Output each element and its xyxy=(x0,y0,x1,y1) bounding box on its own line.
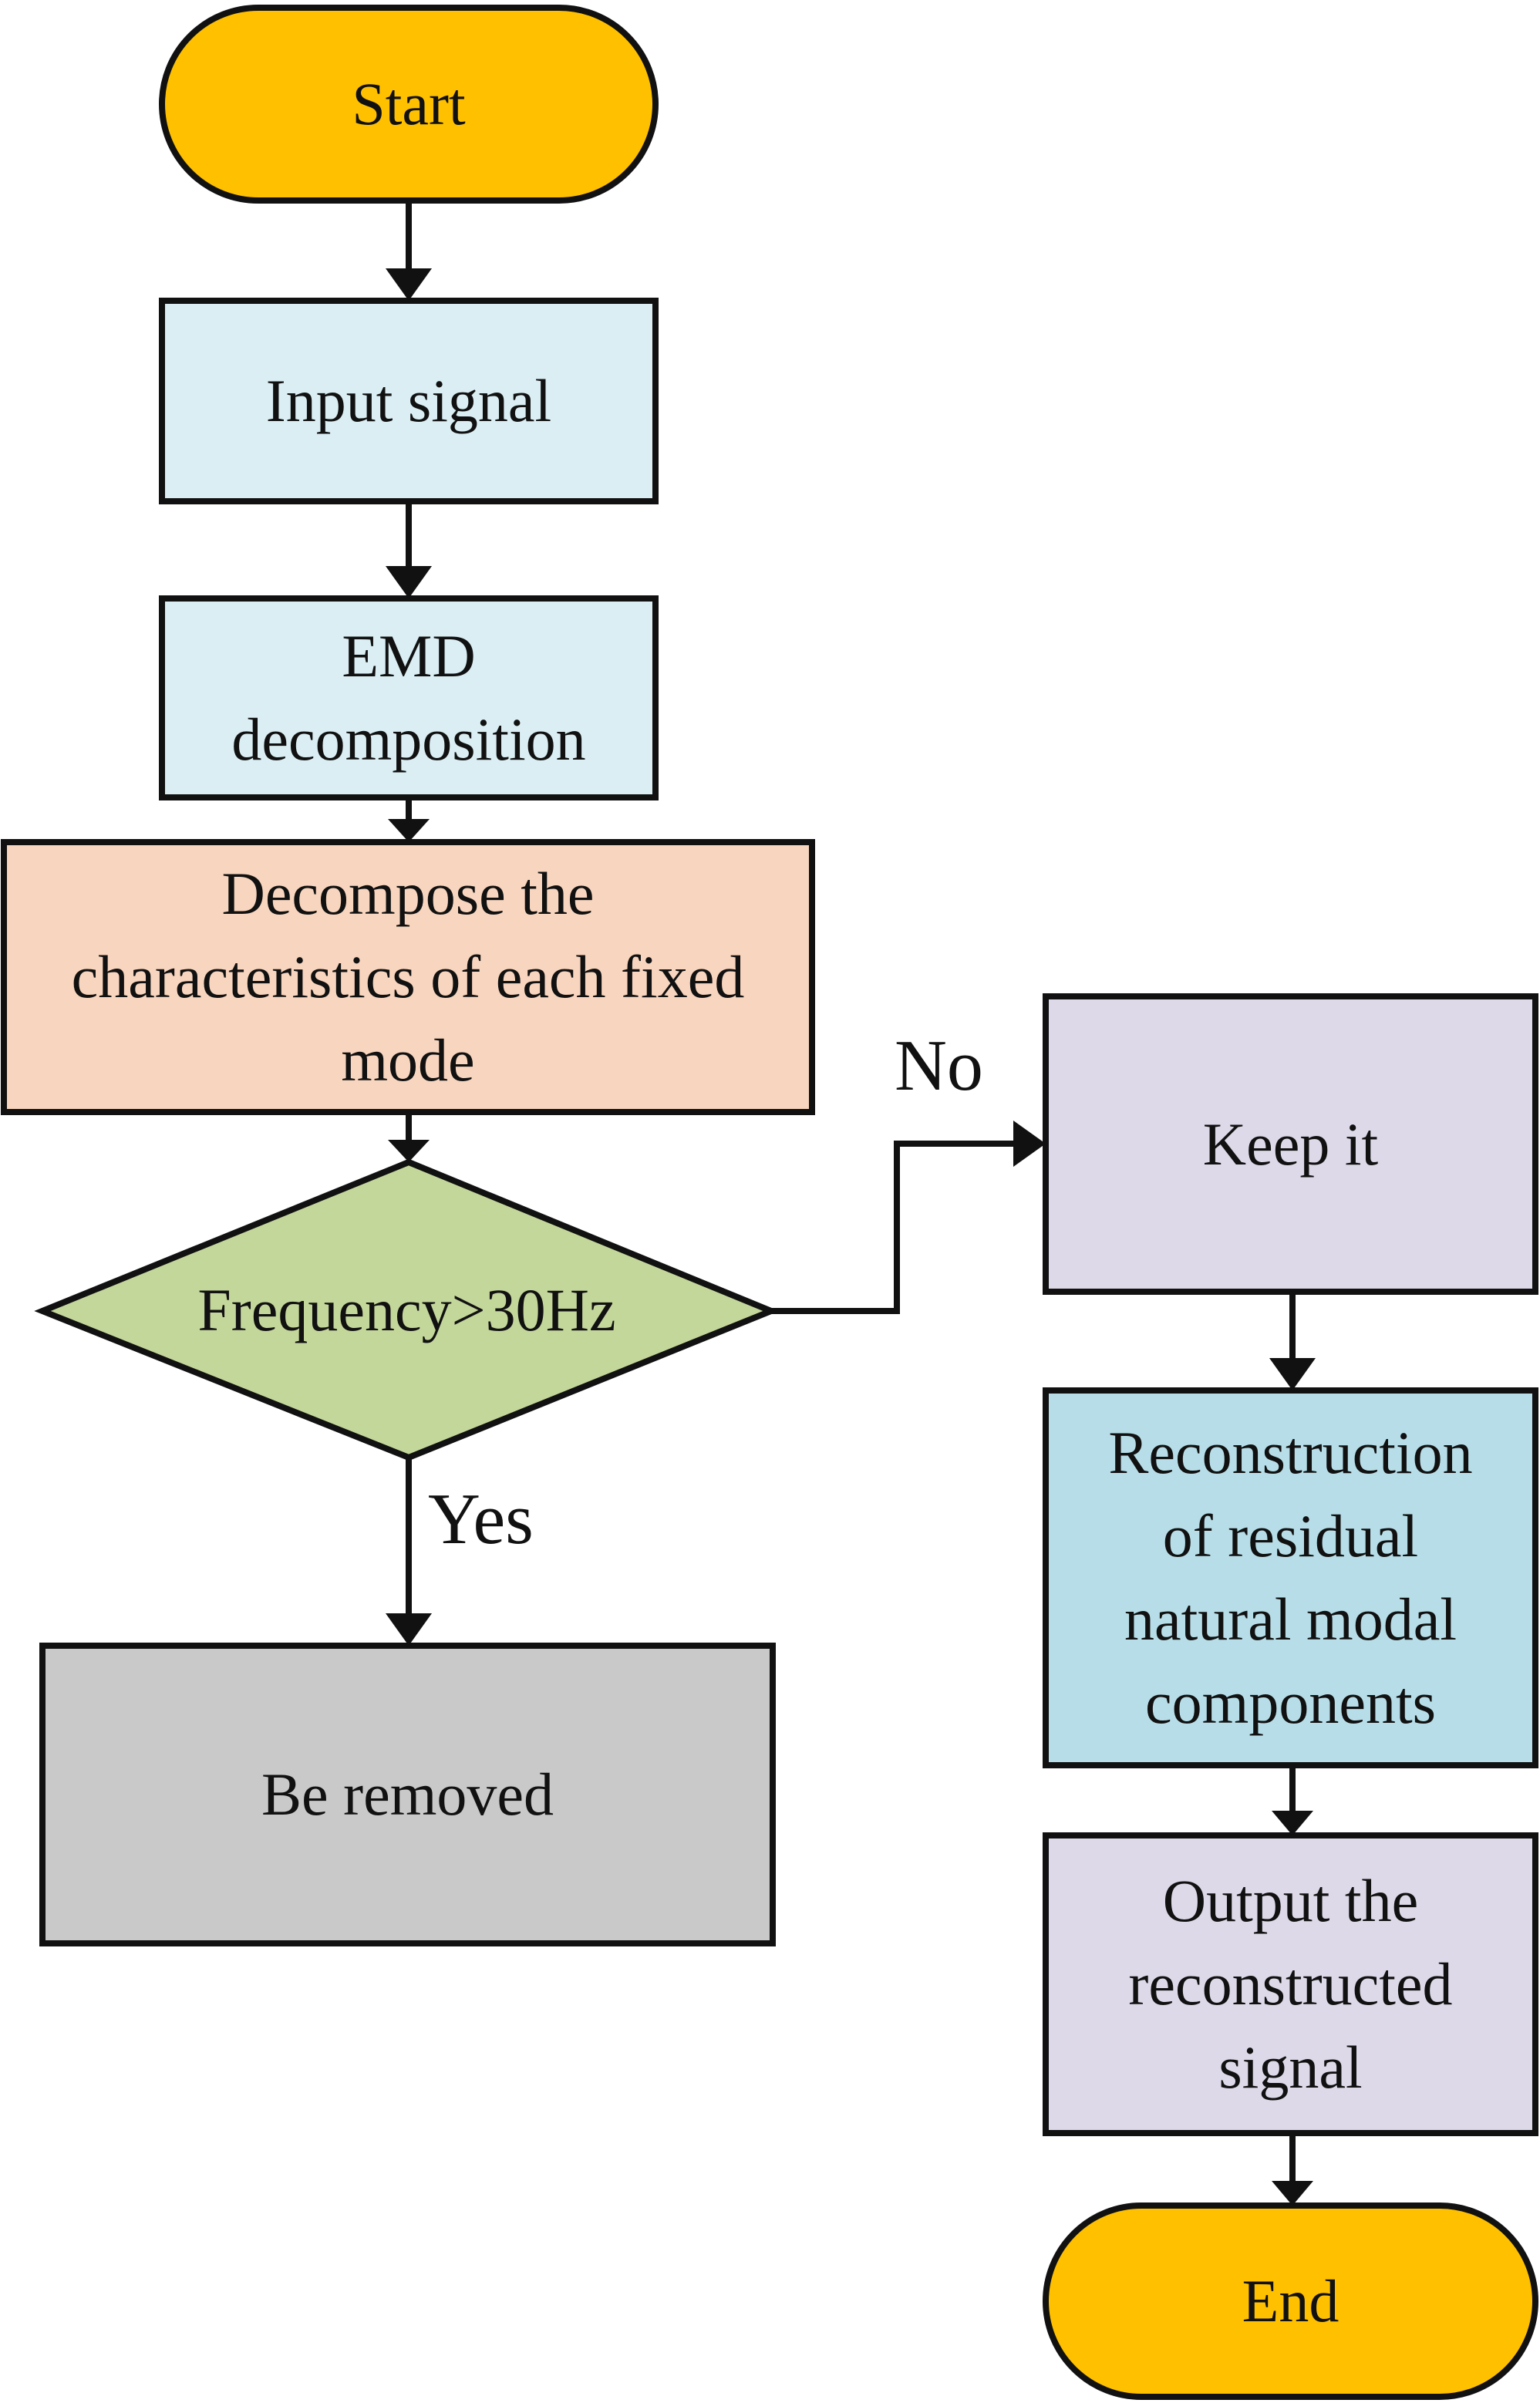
reconstruction-box-shape xyxy=(1043,1387,1538,1768)
end-label-box: End xyxy=(1046,2206,1535,2397)
output-label-box: Output the reconstructed signal xyxy=(1046,1835,1535,2133)
output-label-line-2: reconstructed xyxy=(1128,1950,1453,2017)
decompose-label-line-2: characteristics of each fixed xyxy=(71,943,745,1010)
emd-label-box: EMD decomposition xyxy=(162,598,655,797)
arrowhead-input-emd xyxy=(386,566,432,598)
output-label-line-1: Output the xyxy=(1162,1867,1419,1934)
frequency-label: Frequency>30Hz xyxy=(197,1276,616,1343)
arrowhead-output-end xyxy=(1272,2181,1313,2206)
input-signal-label-box: Input signal xyxy=(162,301,655,501)
input-signal-label: Input signal xyxy=(265,367,552,434)
reconstruction-label-line-2: of residual xyxy=(1162,1502,1419,1569)
reconstruction-label-line-1: Reconstruction xyxy=(1108,1419,1473,1486)
connectors xyxy=(406,201,1296,2182)
input-signal-box-shape xyxy=(159,298,659,504)
keep-it-label: Keep it xyxy=(1202,1110,1379,1178)
arrowhead-decision-removed xyxy=(386,1613,432,1646)
frequency-label-box: Frequency>30Hz xyxy=(42,1162,771,1458)
start-label-box: Start xyxy=(162,8,655,201)
arrowheads xyxy=(386,268,1316,2206)
be-removed-label: Be removed xyxy=(261,1761,554,1828)
edge-label-no: No xyxy=(895,1026,983,1106)
arrowhead-decision-keep xyxy=(1013,1121,1046,1167)
decompose-label-line-1: Decompose the xyxy=(221,860,595,927)
output-label-line-3: signal xyxy=(1218,2034,1363,2101)
decompose-box-shape xyxy=(1,839,815,1115)
arrowhead-reconstruction-output xyxy=(1272,1811,1313,1835)
end-label: End xyxy=(1242,2267,1339,2334)
arrow-decision-to-keep-no xyxy=(771,1141,1016,1314)
edge-label-yes: Yes xyxy=(428,1479,534,1559)
end-terminal-shape xyxy=(1043,2202,1538,2400)
output-box-shape xyxy=(1043,1832,1538,2136)
arrowhead-emd-decompose xyxy=(388,819,430,842)
arrowhead-keep-reconstruction xyxy=(1269,1358,1316,1390)
arrowhead-start-input xyxy=(386,268,432,301)
keep-it-label-box: Keep it xyxy=(1046,996,1535,1292)
reconstruction-label-box: Reconstruction of residual natural modal… xyxy=(1046,1390,1535,1765)
decompose-label-box: Decompose the characteristics of each fi… xyxy=(4,842,812,1112)
decompose-label-line-3: mode xyxy=(341,1026,475,1094)
reconstruction-label-line-4: components xyxy=(1145,1669,1436,1736)
emd-label-line-1: EMD xyxy=(342,622,476,689)
start-label: Start xyxy=(352,70,466,137)
emd-label-line-2: decomposition xyxy=(231,706,586,773)
be-removed-label-box: Be removed xyxy=(42,1646,773,1943)
arrowhead-decompose-decision xyxy=(388,1140,430,1162)
be-removed-box-shape xyxy=(39,1643,776,1946)
reconstruction-label-line-3: natural modal xyxy=(1124,1586,1457,1653)
keep-it-box-shape xyxy=(1043,993,1538,1295)
